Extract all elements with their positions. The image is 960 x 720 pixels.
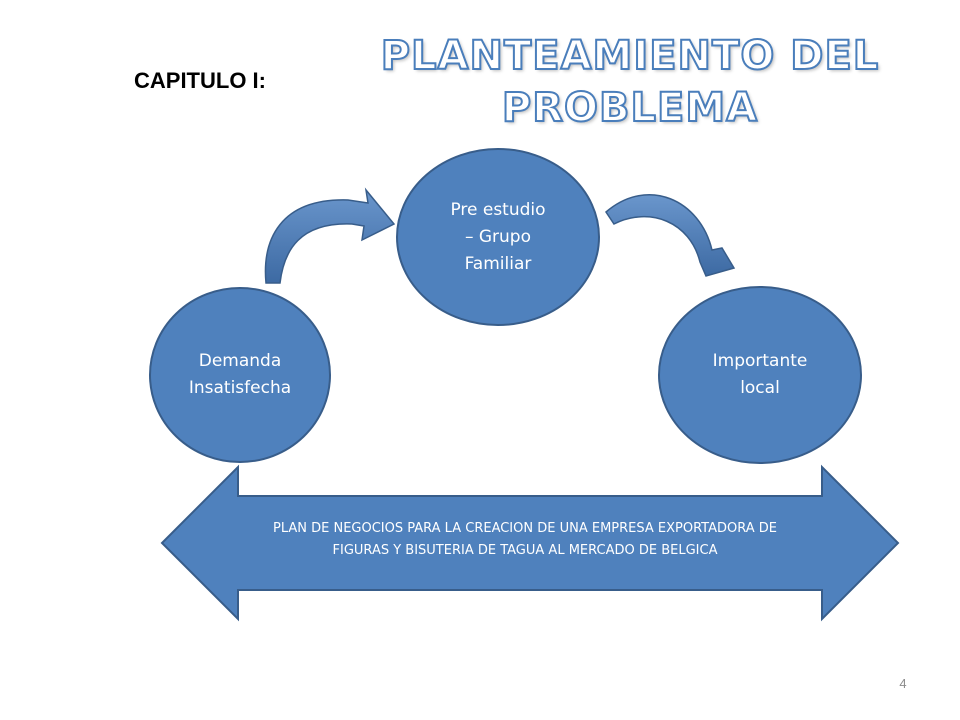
node-pre-estudio [396, 148, 600, 326]
page-number: 4 [899, 676, 907, 691]
node-importante-local [658, 286, 862, 464]
node-pre-estudio-line-1: Pre estudio [450, 199, 546, 220]
banner-label: PLAN DE NEGOCIOS PARA LA CREACION DE UNA… [200, 518, 850, 562]
slide-title: PLANTEAMIENTO DEL PROBLEMA [380, 30, 880, 134]
node-importante-line-1: Importante [712, 351, 808, 371]
node-pre-estudio-line-3: Familiar [464, 253, 532, 274]
curved-arrow-center-to-right [605, 194, 736, 277]
node-demanda-line-1: Demanda [198, 351, 282, 371]
node-demanda-insatisfecha [149, 287, 331, 463]
double-arrow-banner [160, 464, 900, 622]
banner-line-1: PLAN DE NEGOCIOS PARA LA CREACION DE UNA… [272, 521, 777, 536]
node-demanda-label: Demanda Insatisfecha [160, 343, 320, 407]
curved-arrow-left-to-center [264, 187, 396, 284]
title-line-2: PROBLEMA [501, 84, 759, 132]
node-pre-estudio-line-2: – Grupo [464, 226, 532, 247]
chapter-label: CAPITULO I: [134, 68, 266, 93]
banner-line-2: FIGURAS Y BISUTERIA DE TAGUA AL MERCADO … [332, 543, 718, 558]
node-importante-line-2: local [740, 378, 780, 398]
node-pre-estudio-label: Pre estudio – Grupo Familiar [412, 190, 584, 284]
node-importante-label: Importante local [680, 343, 840, 407]
node-demanda-line-2: Insatisfecha [188, 378, 292, 398]
title-line-1: PLANTEAMIENTO DEL [380, 32, 880, 80]
